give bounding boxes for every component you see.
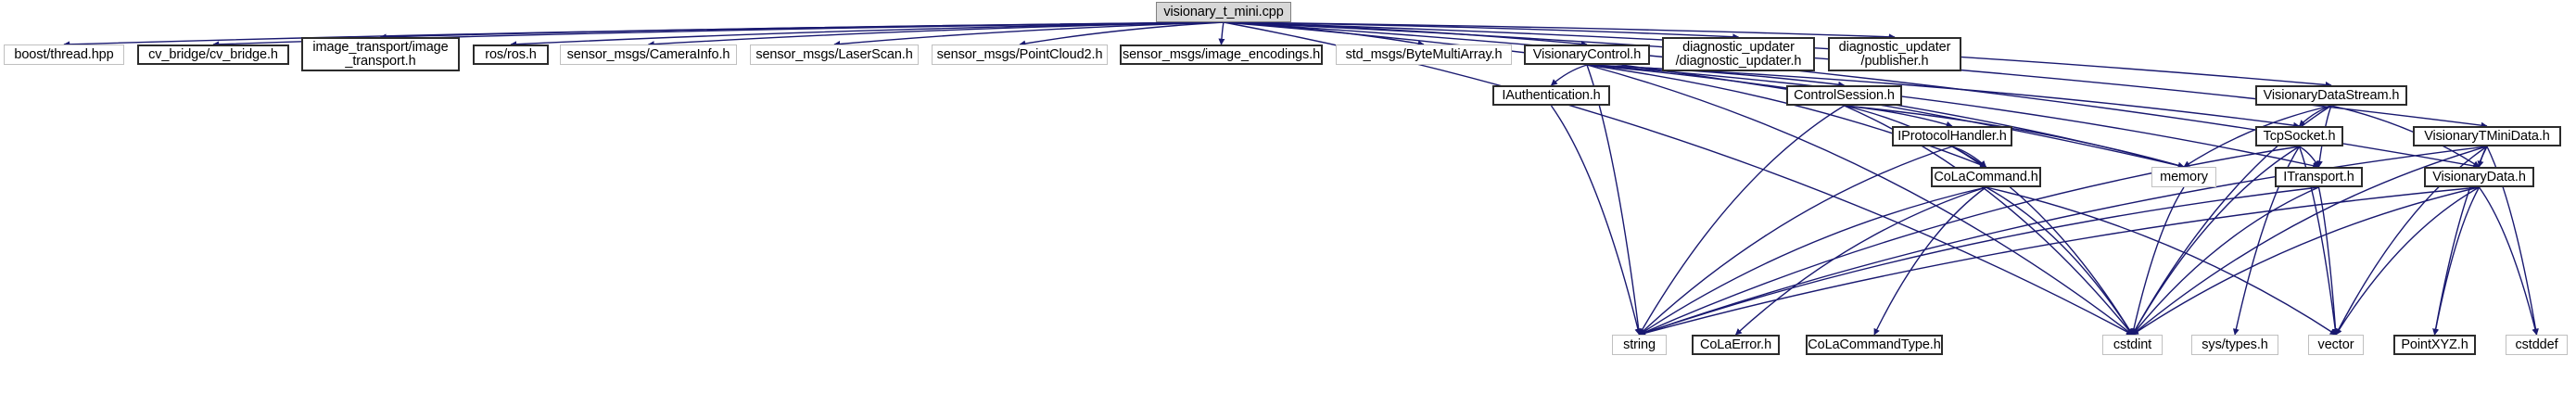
graph-node-cstdint[interactable]: cstdint	[2102, 335, 2163, 355]
graph-edge-root-to-bytemultiarray	[1223, 21, 1425, 47]
graph-edge-root-to-ros_ros	[510, 21, 1225, 48]
graph-edge-colacommand-to-cstdint	[1986, 186, 2134, 336]
graph-edge-root-to-camerainfo	[647, 21, 1225, 48]
graph-edge-root-to-pointcloud2	[1019, 21, 1225, 47]
graph-node-colacommandtype[interactable]: CoLaCommandType.h	[1806, 335, 1943, 355]
graph-node-visionarydata[interactable]: VisionaryData.h	[2424, 167, 2534, 187]
graph-edge-visionarydata-to-cstdint	[2131, 186, 2480, 336]
graph-edge-root-to-boost_thread	[63, 21, 1225, 48]
graph-edge-tcpsocket-to-itransport	[2299, 146, 2320, 168]
graph-edge-visionarycontrol-to-memory	[1586, 64, 2185, 169]
graph-edge-iprotocolhandler-to-colacommand	[1951, 146, 1987, 168]
graph-edge-colacommand-to-vector	[1986, 186, 2337, 336]
graph-edge-visionarydata-to-string	[1638, 186, 2480, 337]
graph-edge-root-to-image_transport	[379, 21, 1225, 41]
graph-node-image_encodings[interactable]: sensor_msgs/image_encodings.h	[1120, 44, 1323, 65]
graph-edge-visionarydata-to-cstddef	[2478, 186, 2539, 336]
graph-node-pointxyz[interactable]: PointXYZ.h	[2393, 335, 2476, 355]
graph-node-root[interactable]: visionary_t_mini.cpp	[1156, 2, 1291, 22]
graph-node-diag_updater[interactable]: diagnostic_updater /diagnostic_updater.h	[1662, 37, 1815, 71]
graph-edge-colacommand-to-colacommandtype	[1873, 186, 1986, 336]
graph-edge-memory-to-cstdint	[2130, 186, 2185, 336]
graph-node-cv_bridge[interactable]: cv_bridge/cv_bridge.h	[137, 44, 289, 65]
graph-edge-visionarycontrol-to-colacommand	[1586, 64, 1987, 168]
graph-edge-colacommand-to-colaerror	[1734, 186, 1986, 336]
graph-edge-datastream-to-tcpsocket	[2299, 105, 2332, 127]
graph-node-tcpsocket[interactable]: TcpSocket.h	[2255, 126, 2343, 146]
graph-edge-itransport-to-cstdint	[2131, 186, 2319, 336]
graph-edge-visionarydata-to-pointxyz	[2432, 186, 2481, 336]
graph-edge-colacommand-to-string	[1638, 186, 1986, 336]
graph-node-iauthentication[interactable]: IAuthentication.h	[1492, 85, 1610, 106]
graph-edge-root-to-diag_publisher	[1223, 21, 1896, 41]
graph-node-systypes[interactable]: sys/types.h	[2191, 335, 2278, 355]
graph-edge-iauthentication-to-string	[1550, 105, 1642, 336]
graph-node-image_transport[interactable]: image_transport/image _transport.h	[301, 37, 460, 71]
graph-node-visionarycontrol[interactable]: VisionaryControl.h	[1524, 44, 1650, 65]
graph-edge-visionarycontrol-to-itransport	[1586, 64, 2320, 170]
graph-node-boost_thread[interactable]: boost/thread.hpp	[4, 44, 124, 65]
graph-node-diag_publisher[interactable]: diagnostic_updater /publisher.h	[1828, 37, 1961, 71]
graph-edge-root-to-visionarycontrol	[1223, 21, 1588, 47]
graph-node-colaerror[interactable]: CoLaError.h	[1692, 335, 1780, 355]
graph-node-controlsession[interactable]: ControlSession.h	[1786, 85, 1902, 106]
graph-node-pointcloud2[interactable]: sensor_msgs/PointCloud2.h	[932, 44, 1108, 65]
graph-edge-controlsession-to-iprotocolhandler	[1844, 105, 1953, 128]
graph-node-memory[interactable]: memory	[2151, 167, 2216, 187]
graph-edge-controlsession-to-string	[1638, 105, 1845, 336]
graph-edge-iprotocolhandler-to-string	[1638, 146, 1953, 336]
graph-edge-itransport-to-vector	[2317, 186, 2340, 336]
graph-node-tminidata[interactable]: VisionaryTMiniData.h	[2413, 126, 2561, 146]
graph-node-vector[interactable]: vector	[2308, 335, 2364, 355]
graph-node-camerainfo[interactable]: sensor_msgs/CameraInfo.h	[560, 44, 737, 65]
graph-node-cstddef[interactable]: cstddef	[2506, 335, 2568, 355]
graph-edge-visionarycontrol-to-iauthentication	[1550, 64, 1588, 86]
graph-edge-visionarycontrol-to-tcpsocket	[1586, 64, 2301, 129]
graph-node-datastream[interactable]: VisionaryDataStream.h	[2255, 85, 2407, 106]
graph-edge-root-to-laserscan	[833, 21, 1225, 47]
graph-node-iprotocolhandler[interactable]: IProtocolHandler.h	[1892, 126, 2012, 146]
graph-node-ros_ros[interactable]: ros/ros.h	[473, 44, 549, 65]
graph-edge-itransport-to-string	[1638, 186, 2319, 337]
graph-edge-root-to-diag_updater	[1223, 21, 1740, 41]
graph-node-itransport[interactable]: ITransport.h	[2275, 167, 2363, 187]
graph-edge-tminidata-to-visionarydata	[2477, 146, 2488, 168]
graph-node-colacommand[interactable]: CoLaCommand.h	[1931, 167, 2041, 187]
graph-node-bytemultiarray[interactable]: std_msgs/ByteMultiArray.h	[1336, 44, 1512, 65]
graph-edge-root-to-image_encodings	[1218, 21, 1225, 45]
graph-node-string[interactable]: string	[1612, 335, 1667, 355]
graph-edge-visionarydata-to-vector	[2335, 186, 2480, 336]
graph-node-laserscan[interactable]: sensor_msgs/LaserScan.h	[750, 44, 919, 65]
